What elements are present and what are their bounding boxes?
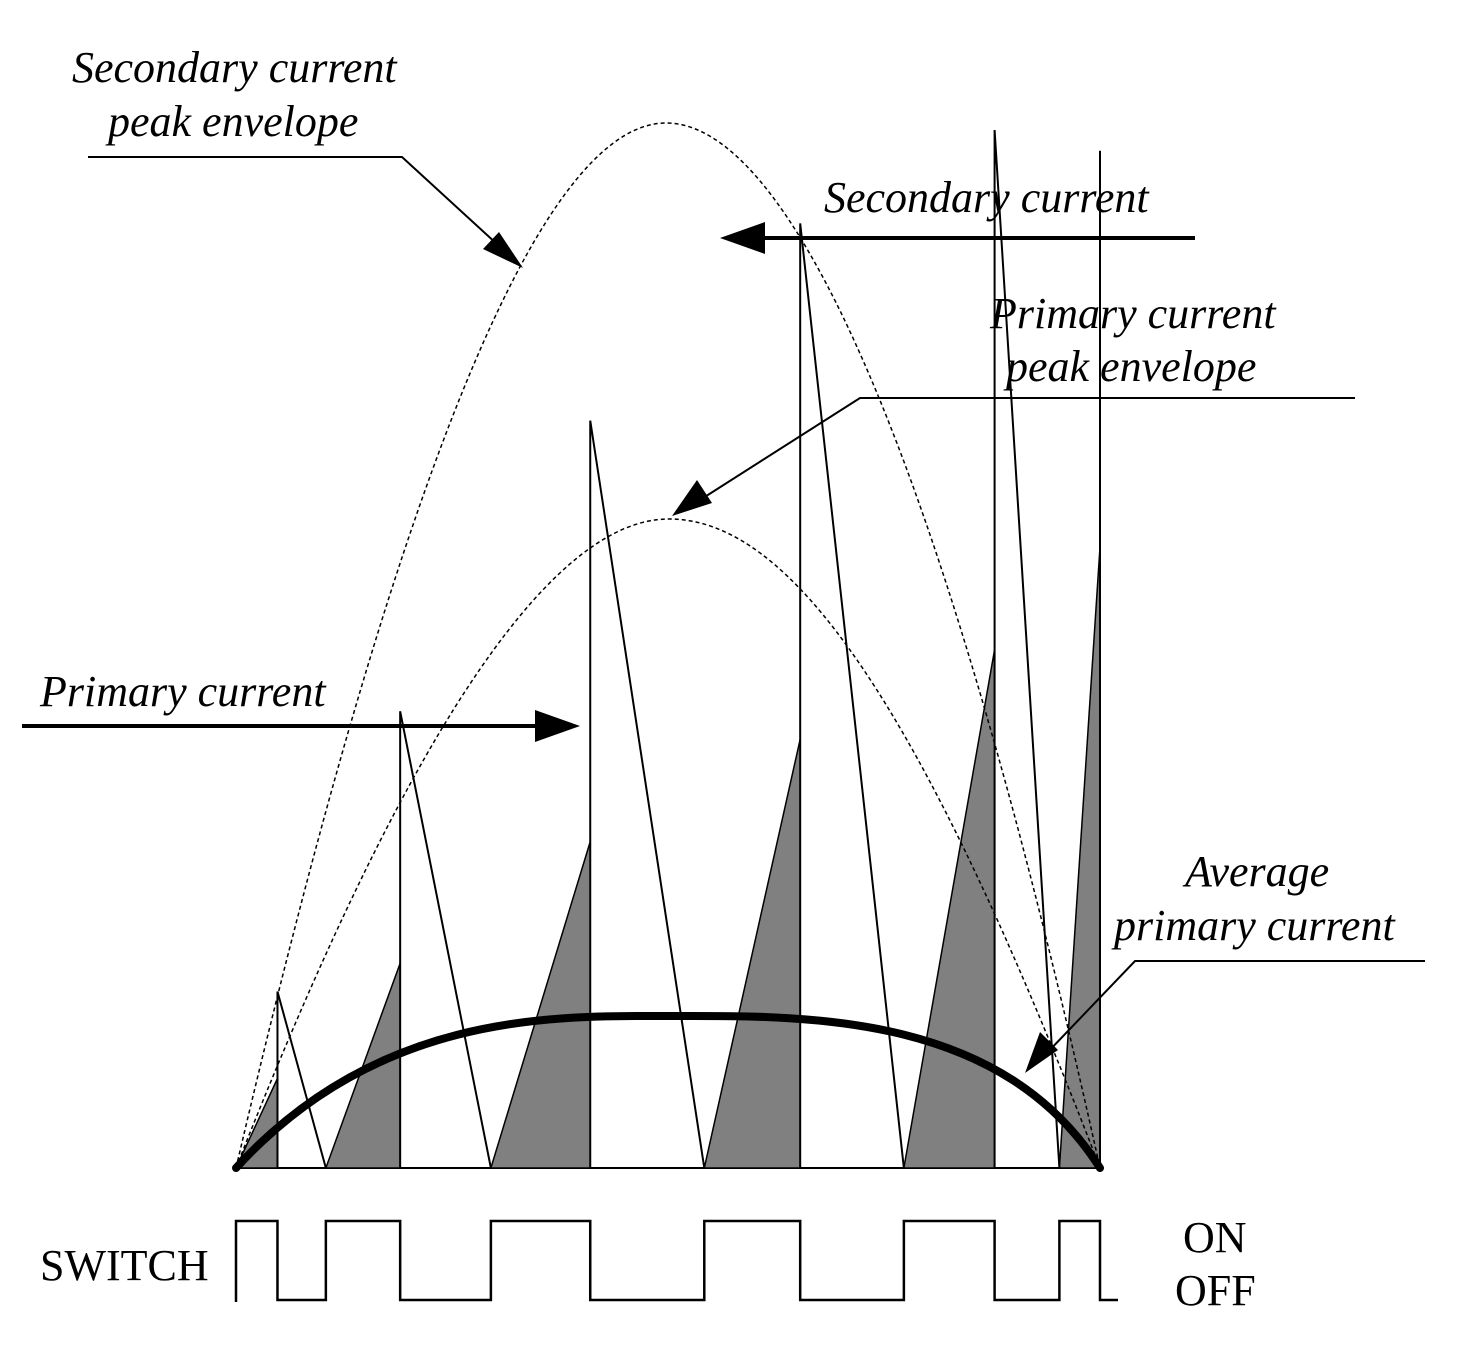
secondary-current-decay (276, 991, 327, 1169)
secondary-peak-envelope (235, 122, 1101, 1169)
switch-label: SWITCH (40, 1241, 209, 1290)
secondary-current-decay (589, 420, 706, 1169)
primary-envelope-label-line1: Primary current (989, 289, 1277, 338)
primary-current-ramp (234, 1078, 279, 1169)
secondary-current-waveform (276, 129, 1101, 1169)
primary-current-ramp (324, 962, 401, 1169)
secondary-current-decay (993, 129, 1061, 1169)
primary-current-arrow (22, 710, 580, 742)
secondary-current-decay (799, 223, 905, 1169)
secondary-current-decay (399, 711, 492, 1169)
average-label-line2: primary current (1111, 901, 1396, 950)
primary-peak-envelope (235, 518, 1101, 1169)
primary-current-waveform (234, 547, 1101, 1169)
secondary-current-label: Secondary current (824, 173, 1150, 222)
average-label-line1: Average (1182, 847, 1329, 896)
secondary-envelope-pointer (88, 156, 523, 268)
switch-on-label: ON (1183, 1213, 1247, 1262)
switch-waveform (234, 1219, 1118, 1302)
primary-current-label: Primary current (39, 667, 327, 716)
primary-current-ramp (703, 739, 801, 1169)
secondary-envelope-label-line2: peak envelope (105, 97, 358, 146)
secondary-envelope-label-line1: Secondary current (72, 43, 398, 92)
average-primary-current-curve (232, 1011, 1104, 1172)
primary-envelope-label-line2: peak envelope (1003, 342, 1256, 391)
primary-current-ramp (902, 649, 996, 1169)
secondary-current-arrow (720, 222, 1195, 254)
primary-envelope-pointer (672, 397, 1355, 516)
average-current-pointer (1025, 960, 1425, 1073)
switch-off-label: OFF (1175, 1266, 1256, 1315)
primary-current-ramp (489, 841, 591, 1169)
